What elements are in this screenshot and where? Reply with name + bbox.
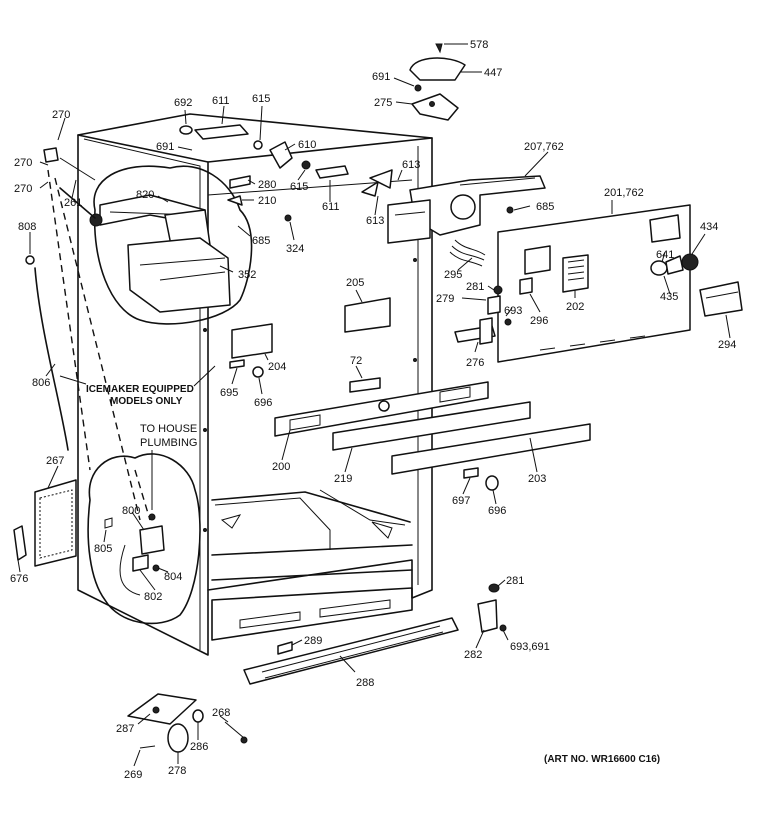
label-696-b: 696 <box>488 505 506 517</box>
icemaker-note-line2: MODELS ONLY <box>110 396 183 407</box>
label-324: 324 <box>286 243 304 255</box>
label-352: 352 <box>238 269 256 281</box>
label-685-b: 685 <box>252 235 270 247</box>
label-268: 268 <box>212 707 230 719</box>
leveling-parts <box>127 693 248 753</box>
water-valve-bubble <box>87 453 201 625</box>
label-692: 692 <box>174 97 192 109</box>
control-panel <box>497 204 743 363</box>
label-615: 615 <box>252 93 270 105</box>
label-578: 578 <box>470 39 488 51</box>
label-613: 613 <box>402 159 420 171</box>
label-203: 203 <box>528 473 546 485</box>
label-296: 296 <box>530 315 548 327</box>
label-207-762: 207,762 <box>524 141 564 153</box>
label-808: 808 <box>18 221 36 233</box>
wire-harness <box>449 239 512 345</box>
label-270-c: 270 <box>14 183 32 195</box>
front-rails <box>231 297 591 475</box>
icemaker-note-line1: ICEMAKER EQUIPPED <box>86 384 194 395</box>
control-housing <box>387 175 546 244</box>
icemaker-bubble <box>93 165 253 325</box>
leader-lines <box>17 43 731 767</box>
label-202: 202 <box>566 301 584 313</box>
label-802: 802 <box>144 591 162 603</box>
label-200: 200 <box>272 461 290 473</box>
label-270: 270 <box>52 109 70 121</box>
label-295: 295 <box>444 269 462 281</box>
label-269: 269 <box>124 769 142 781</box>
top-parts <box>179 43 466 222</box>
label-800: 800 <box>122 505 140 517</box>
plumbing-note-line2: PLUMBING <box>140 437 197 449</box>
label-278: 278 <box>168 765 186 777</box>
label-287: 287 <box>116 723 134 735</box>
label-276: 276 <box>466 357 484 369</box>
label-270-b: 270 <box>14 157 32 169</box>
icemaker-assembly <box>89 194 231 313</box>
plumbing-note-line1: TO HOUSE <box>140 423 197 435</box>
toe-grille <box>243 617 459 685</box>
label-685: 685 <box>536 201 554 213</box>
label-693: 693 <box>504 305 522 317</box>
label-820: 820 <box>136 189 154 201</box>
label-286: 286 <box>190 741 208 753</box>
label-805: 805 <box>94 543 112 555</box>
label-676: 676 <box>10 573 28 585</box>
water-valve <box>104 513 165 596</box>
label-267: 267 <box>46 455 64 467</box>
label-806: 806 <box>32 377 50 389</box>
art-number: (ART NO. WR16600 C16) <box>544 754 660 765</box>
label-447: 447 <box>484 67 502 79</box>
label-205: 205 <box>346 277 364 289</box>
label-613-b: 613 <box>366 215 384 227</box>
label-696: 696 <box>254 397 272 409</box>
label-281: 281 <box>466 281 484 293</box>
label-697: 697 <box>452 495 470 507</box>
label-693-691: 693,691 <box>510 641 550 653</box>
label-610: 610 <box>298 139 316 151</box>
label-275: 275 <box>374 97 392 109</box>
label-294: 294 <box>718 339 736 351</box>
label-611-b: 611 <box>322 201 340 213</box>
label-282: 282 <box>464 649 482 661</box>
label-201-762: 201,762 <box>604 187 644 199</box>
label-204: 204 <box>268 361 286 373</box>
label-261: 261 <box>64 197 82 209</box>
label-289: 289 <box>304 635 322 647</box>
label-695: 695 <box>220 387 238 399</box>
label-434: 434 <box>700 221 718 233</box>
label-615-b: 615 <box>290 181 308 193</box>
label-219: 219 <box>334 473 352 485</box>
label-72: 72 <box>350 355 362 367</box>
label-611: 611 <box>212 95 230 107</box>
small-parts <box>13 255 507 655</box>
label-280: 280 <box>258 179 276 191</box>
label-435: 435 <box>660 291 678 303</box>
water-line <box>34 267 69 451</box>
label-641: 641 <box>656 249 674 261</box>
label-288: 288 <box>356 677 374 689</box>
label-279: 279 <box>436 293 454 305</box>
label-691-b: 691 <box>156 141 174 153</box>
label-691: 691 <box>372 71 390 83</box>
label-281-b: 281 <box>506 575 524 587</box>
label-804: 804 <box>164 571 182 583</box>
label-210: 210 <box>258 195 276 207</box>
access-cover <box>34 479 77 567</box>
